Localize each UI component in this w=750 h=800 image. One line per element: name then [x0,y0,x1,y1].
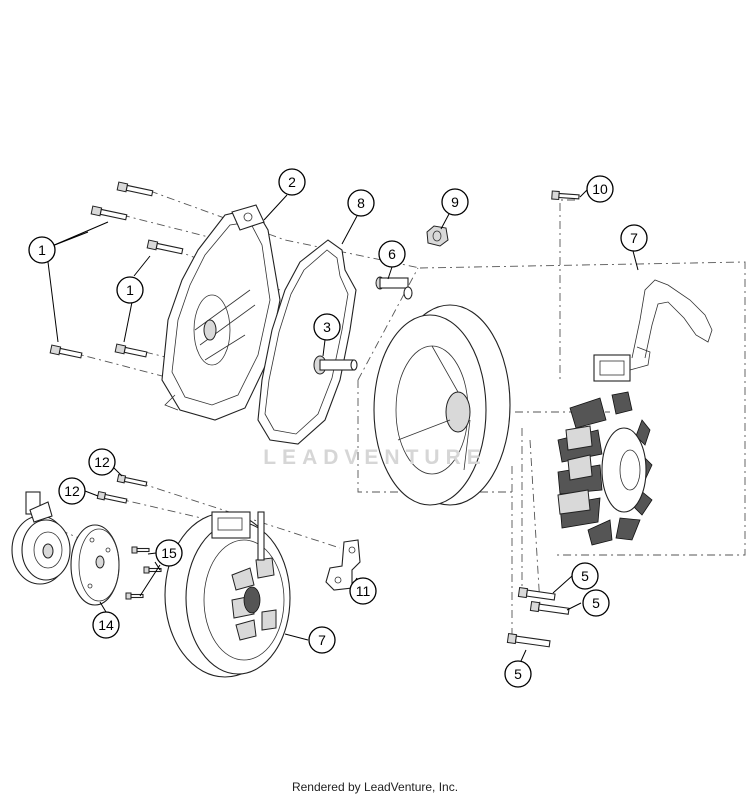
svg-text:11: 11 [356,583,371,599]
callout-5c: 5 [504,660,532,688]
pulley [11,491,71,585]
callout-5b: 5 [582,589,610,617]
callout-8: 8 [347,189,375,217]
svg-text:3: 3 [323,319,331,335]
callout-15: 15 [155,539,183,567]
callout-1b: 1 [116,276,144,304]
svg-text:15: 15 [161,545,177,561]
callout-9: 9 [441,188,469,216]
bracket-part-11 [325,539,361,591]
stator-part-7 [557,279,713,546]
callout-5a: 5 [571,562,599,590]
callouts: 1 1 2 3 5 5 5 6 7 7 8 9 10 11 12 12 14 1… [28,168,648,688]
svg-text:5: 5 [581,568,589,584]
callout-11: 11 [349,577,377,605]
svg-text:8: 8 [357,195,365,211]
bolts-part-12 [96,473,148,504]
callout-12b: 12 [58,477,86,505]
svg-text:9: 9 [451,194,459,210]
callout-6: 6 [378,240,406,268]
bolts-part-1 [49,181,184,359]
rotor-part-7 [164,511,291,678]
svg-text:1: 1 [126,282,134,298]
callout-1a: 1 [28,236,56,264]
svg-text:7: 7 [630,230,638,246]
svg-text:5: 5 [592,595,600,611]
svg-text:6: 6 [388,246,396,262]
svg-text:7: 7 [318,632,326,648]
svg-text:2: 2 [288,174,296,190]
shaft-part-3 [313,355,358,375]
footer-credit: Rendered by LeadVenture, Inc. [291,780,459,794]
cover-housing [161,204,281,421]
bolts-part-5 [506,586,570,648]
disc-part-14 [70,524,120,606]
callout-7a: 7 [620,224,648,252]
flywheel [373,304,511,506]
gasket [257,239,357,445]
dowel-part-6 [375,276,413,300]
callout-2: 2 [278,168,306,196]
screw-part-10 [551,190,580,201]
callout-14: 14 [92,611,120,639]
nut-part-9 [426,225,449,247]
screws-part-15 [125,546,162,600]
svg-text:12: 12 [94,454,110,470]
rotor-magnets [231,557,277,641]
callout-12a: 12 [88,448,116,476]
callout-10: 10 [586,175,614,203]
svg-text:1: 1 [38,242,46,258]
svg-text:5: 5 [514,666,522,682]
svg-text:14: 14 [98,617,114,633]
callout-7b: 7 [308,626,336,654]
svg-text:12: 12 [64,483,80,499]
svg-text:10: 10 [592,181,608,197]
watermark: LEADVENTURE [263,446,487,469]
callout-3: 3 [313,313,341,341]
